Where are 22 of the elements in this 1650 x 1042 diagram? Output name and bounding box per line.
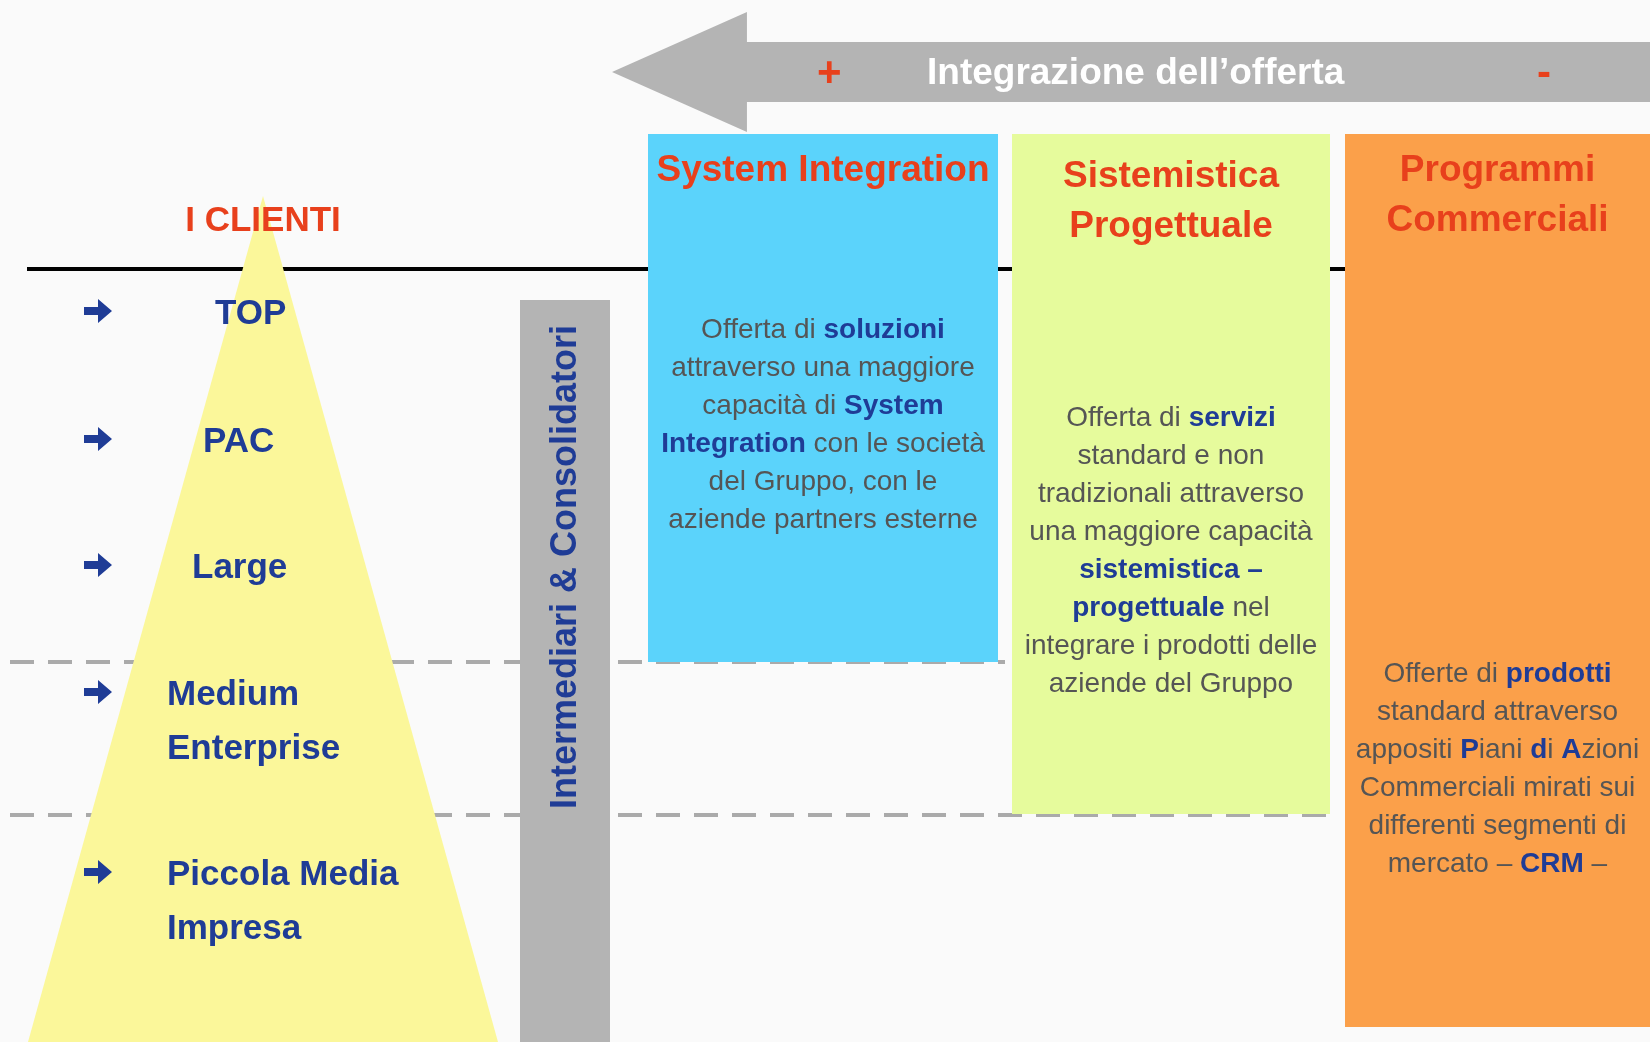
column-heading: Sistemistica Progettuale bbox=[1062, 153, 1281, 247]
column-panel bbox=[648, 134, 998, 662]
column-text: Offerta di servizi standard e non tradizionali attraverso una maggiore capacità sistemistica – progettuale nel integrare i prodotti delle aziende del Gruppo bbox=[1023, 400, 1319, 700]
segment-label: Large bbox=[192, 545, 288, 587]
segment-label: TOP bbox=[215, 291, 287, 333]
column-panel bbox=[1345, 134, 1650, 1027]
segment-label: Medium Enterprise bbox=[167, 672, 342, 768]
pyramid-title: I CLIENTI bbox=[184, 198, 342, 240]
pyramid-shape bbox=[28, 196, 498, 1042]
minus-sign: - bbox=[1537, 49, 1551, 95]
segment-label: PAC bbox=[203, 419, 275, 461]
segment-label: Piccola Media Impresa bbox=[167, 852, 400, 948]
plus-sign: + bbox=[817, 49, 842, 95]
column-text: Offerta di soluzioni attraverso una maggiore capacità di System Integration con le società del Gruppo, con le aziende partners esterne bbox=[660, 312, 986, 536]
column-heading: Programmi Commerciali bbox=[1385, 147, 1610, 241]
column-panel bbox=[1012, 134, 1330, 814]
arrow-band bbox=[612, 12, 1650, 132]
column-heading: System Integration bbox=[655, 147, 991, 191]
column-text: Offerte di prodotti standard attraverso appositi Piani di Azioni Commerciali mirati sui differenti segmenti di mercato – CRM – bbox=[1355, 656, 1640, 880]
vertical-bar bbox=[520, 300, 610, 1042]
bar-title: Intermediari & Consolidatori bbox=[542, 325, 585, 810]
band-title: Integrazione dell’offerta bbox=[927, 50, 1345, 94]
